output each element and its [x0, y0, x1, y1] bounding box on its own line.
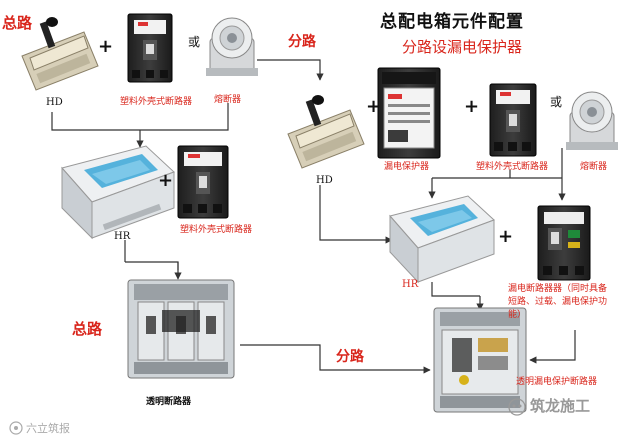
line-left-top-to-hr — [52, 103, 228, 130]
label-branch-top: 分路 — [288, 35, 316, 49]
plus-sign-3: + — [464, 98, 479, 116]
label-rcbo-line3: 能） — [508, 311, 526, 320]
mccb-right — [490, 84, 536, 156]
label-branch-bottom: 分路 — [336, 350, 364, 364]
label-or-right: 或 — [550, 96, 562, 108]
label-or-top: 或 — [188, 36, 200, 48]
line-branch-bottom — [240, 345, 430, 370]
line-branch-top — [257, 60, 320, 80]
watermark-left-icon — [10, 422, 22, 434]
label-hd-top: HD — [46, 98, 63, 108]
label-total-mid: 总路 — [72, 322, 102, 337]
label-rcbo-line1: 漏电断路器器（同时具备 — [508, 285, 607, 294]
plus-sign-2: + — [366, 98, 381, 116]
label-total-left: 总路 — [2, 16, 32, 31]
label-hr-left: HR — [114, 232, 130, 242]
knife-switch-hd-right — [288, 95, 364, 168]
label-transparent-breaker: 透明断路器 — [146, 398, 191, 407]
label-mccb-right: 塑料外壳式断路器 — [476, 163, 548, 172]
label-hr-right: HR — [402, 280, 418, 290]
label-transparent-rcd: 透明漏电保护断路器 — [516, 378, 597, 387]
plus-sign-4: + — [158, 172, 173, 190]
hr-switch-left — [62, 146, 174, 238]
plus-sign-1: + — [98, 38, 113, 56]
line-hr-join — [125, 262, 178, 270]
page-subtitle: 分路设漏电保护器 — [402, 40, 522, 55]
knife-switch-hd-top — [22, 17, 98, 90]
fuse-top — [206, 18, 258, 76]
label-fuse-right: 熔断器 — [580, 163, 607, 172]
fuse-right — [566, 92, 618, 150]
transparent-breaker — [128, 280, 234, 378]
line-rcbo-to-rcd — [530, 330, 575, 360]
label-fuse-top: 熔断器 — [214, 96, 241, 105]
mccb-top — [128, 14, 172, 82]
label-mccb-left: 塑料外壳式断路器 — [180, 226, 252, 235]
line-hr-to-rcd — [432, 282, 480, 296]
label-mccb-top: 塑料外壳式断路器 — [120, 98, 192, 107]
mccb-left — [178, 146, 228, 218]
plus-sign-5: + — [498, 228, 513, 246]
label-rcbo-line2: 短路、过载、漏电保护功 — [508, 298, 607, 307]
leakage-breaker-rcbo — [538, 206, 590, 280]
hr-switch-right — [390, 196, 494, 282]
label-rcd-right: 漏电保护器 — [384, 163, 429, 172]
page-title: 总配电箱元件配置 — [380, 14, 524, 31]
transparent-leakage-breaker — [434, 308, 526, 412]
leakage-protector — [378, 68, 440, 158]
line-hd-to-hr-right — [320, 185, 392, 240]
label-hd-right: HD — [316, 176, 333, 186]
watermark-left: 六立筑报 — [26, 423, 70, 434]
watermark-right: 筑龙施工 — [530, 399, 590, 414]
